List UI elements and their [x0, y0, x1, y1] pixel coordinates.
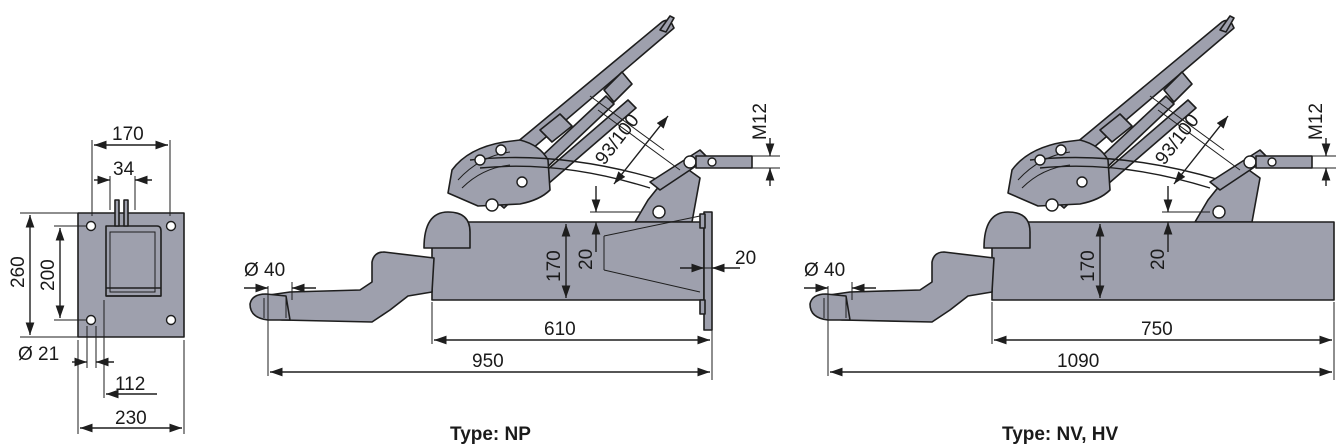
nv-dim-ball: Ø 40	[804, 260, 845, 281]
flange-hole	[165, 220, 177, 232]
dim-flange-hole: Ø 21	[18, 344, 59, 365]
type-nv-view: Ø 40 170 20 93/100 M12 750 1090 Type: NV…	[804, 15, 1336, 445]
np-dim-body-length: 610	[544, 319, 576, 340]
np-dim-ball: Ø 40	[244, 260, 285, 281]
nv-dim-total-length: 1090	[1057, 351, 1099, 372]
flange-inner-frame	[105, 225, 162, 297]
np-caption: Type: NP	[450, 424, 531, 445]
np-dim-offset-left: 20	[576, 249, 597, 270]
np-dim-thread: M12	[750, 103, 771, 140]
nv-dim-offset: 20	[1148, 249, 1169, 270]
np-dim-offset-right: 20	[735, 248, 756, 269]
flange-view: 170 34 260 200 Ø 21 112 230	[8, 124, 185, 434]
nv-ratchet-sector	[1007, 139, 1111, 207]
flange-hole	[165, 314, 177, 326]
dim-flange-170: 170	[112, 124, 144, 145]
dim-flange-112: 112	[115, 374, 145, 395]
nv-caption: Type: NV, HV	[1002, 424, 1118, 445]
flange-hole	[85, 314, 97, 326]
nv-dim-body-height: 170	[1078, 250, 1099, 282]
dim-flange-260: 260	[8, 256, 29, 288]
np-dim-total-length: 950	[472, 351, 504, 372]
flange-hole	[85, 220, 97, 232]
np-ratchet-sector	[447, 139, 551, 207]
dim-flange-34: 34	[113, 159, 135, 180]
nv-dim-thread: M12	[1306, 103, 1327, 140]
dim-flange-230: 230	[115, 408, 147, 429]
type-np-view: Ø 40 170 20 20 93/100 M12 610 950 Type:	[244, 15, 780, 445]
dim-flange-200: 200	[38, 259, 59, 291]
np-main-body	[431, 221, 705, 301]
np-dim-body-height: 170	[544, 250, 565, 282]
nv-dim-body-length: 750	[1141, 319, 1173, 340]
